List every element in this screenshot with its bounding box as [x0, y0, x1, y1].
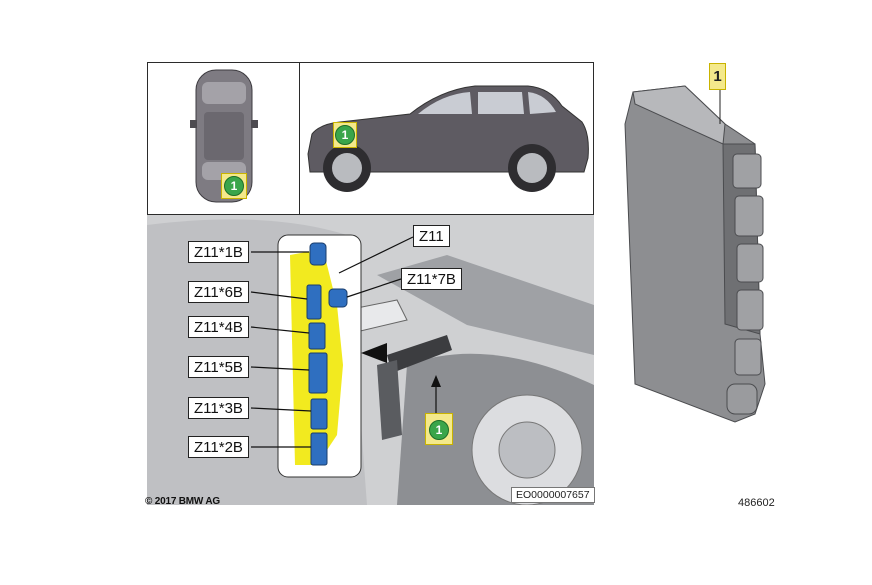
connector-label-z11-4b: Z11*4B: [188, 316, 249, 338]
connector-label-z11-1b: Z11*1B: [188, 241, 249, 263]
connector-label-z11-6b: Z11*6B: [188, 281, 249, 303]
top-view-location-marker: 1: [224, 176, 244, 196]
component-label-z11-7b: Z11*7B: [401, 268, 462, 290]
car-top-view-panel: [147, 62, 300, 215]
image-code: EO0000007657: [511, 487, 595, 503]
connector-label-z11-2b: Z11*2B: [188, 436, 249, 458]
car-side-view-panel: [300, 62, 594, 215]
copyright-text: © 2017 BMW AG: [145, 496, 220, 507]
car-top-view-illustration: [190, 69, 258, 203]
connector-label-z11-5b: Z11*5B: [188, 356, 249, 378]
part-reference-number: 486602: [738, 497, 775, 509]
component-label-z11: Z11: [413, 225, 450, 247]
car-side-view-illustration: [307, 85, 589, 192]
engine-bay-location-marker: 1: [429, 420, 449, 440]
part-number-tag: 1: [709, 63, 726, 90]
connector-label-z11-3b: Z11*3B: [188, 397, 249, 419]
control-unit-part-illustration: [624, 84, 766, 423]
side-view-location-marker: 1: [335, 125, 355, 145]
